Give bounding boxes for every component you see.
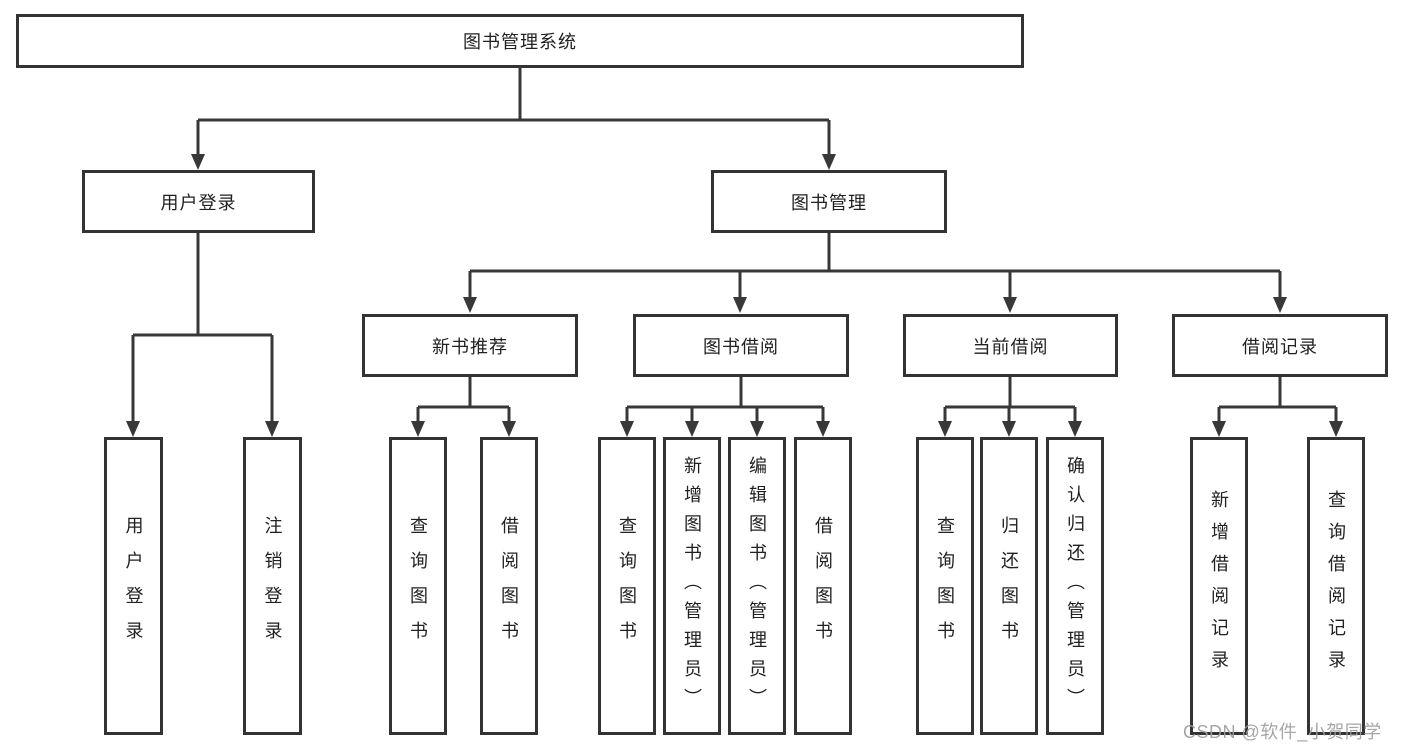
leaf-record-query: 查询借阅记录 [1307, 437, 1365, 735]
node-current-borrow: 当前借阅 [903, 314, 1118, 377]
node-book-borrow: 图书借阅 [633, 314, 849, 377]
leaf-user-login: 用户登录 [104, 437, 163, 735]
node-book-mgmt-label: 图书管理 [791, 192, 867, 213]
leaf-current-confirm-admin: 确认归还（管理员） [1046, 437, 1104, 735]
node-user-login-label: 用户登录 [160, 192, 237, 213]
leaf-record-add: 新增借阅记录 [1190, 437, 1248, 735]
leaf-borrow-borrow: 借阅图书 [794, 437, 852, 735]
leaf-current-return: 归还图书 [980, 437, 1038, 735]
leaf-newbook-query: 查询图书 [389, 437, 447, 735]
leaf-current-query: 查询图书 [916, 437, 974, 735]
node-borrow-record-label: 借阅记录 [1242, 336, 1318, 357]
csdn-watermark: CSDN @软件_小贺同学 [1183, 722, 1382, 742]
leaf-borrow-add-admin: 新增图书（管理员） [663, 437, 721, 735]
node-new-book-recommend-label: 新书推荐 [432, 336, 508, 357]
node-user-login: 用户登录 [82, 170, 315, 233]
node-book-borrow-label: 图书借阅 [703, 336, 779, 357]
node-root-label: 图书管理系统 [463, 32, 577, 52]
leaf-borrow-query: 查询图书 [598, 437, 656, 735]
node-new-book-recommend: 新书推荐 [362, 314, 578, 377]
leaf-borrow-edit-admin: 编辑图书（管理员） [728, 437, 786, 735]
node-current-borrow-label: 当前借阅 [972, 336, 1049, 357]
leaf-newbook-borrow: 借阅图书 [480, 437, 538, 735]
node-borrow-record: 借阅记录 [1172, 314, 1388, 377]
node-book-mgmt: 图书管理 [711, 170, 947, 233]
node-root: 图书管理系统 [16, 14, 1024, 68]
leaf-user-logout: 注销登录 [243, 437, 302, 735]
